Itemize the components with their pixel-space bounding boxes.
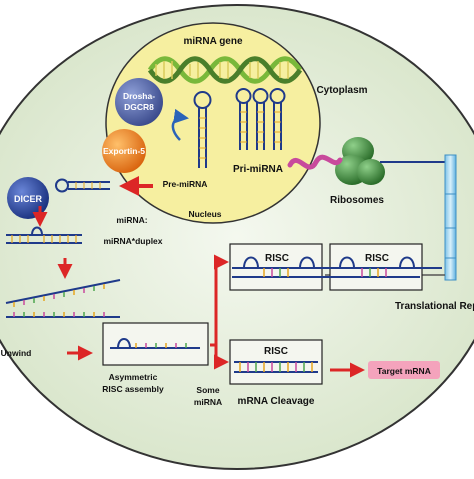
duplex-label-line1: miRNA: <box>116 215 147 225</box>
asymmetric-label-line2: RISC assembly <box>102 384 164 394</box>
pre-mirna-nucleus-hairpin <box>193 91 212 168</box>
risc-cleavage-label: RISC <box>264 346 288 357</box>
mirna-gene-label: miRNA gene <box>183 36 243 47</box>
dicer-label: DICER <box>14 194 43 204</box>
asymmetric-label-line1: Asymmetric <box>109 372 158 382</box>
ribosomes-label: Ribosomes <box>330 195 384 206</box>
ribosome <box>335 137 385 185</box>
mirna-gene-helix <box>147 56 303 84</box>
some-mirna-label-line2: miRNA <box>194 397 222 407</box>
target-mrna-label: Target mRNA <box>377 366 431 376</box>
risc-label-1: RISC <box>265 253 289 264</box>
drosha-label-line1: Drosha- <box>123 91 155 101</box>
processing-arrow <box>171 108 189 141</box>
pri-mirna-label: Pri-miRNA <box>233 164 283 175</box>
mrna-cleavage-label: mRNA Cleavage <box>238 396 315 407</box>
duplex-label-line2: miRNA*duplex <box>103 236 162 246</box>
pre-mirna-nucleus-label: Pre-miRNA <box>163 179 208 189</box>
cleavage-path-arrow <box>214 345 229 370</box>
pre-mirna-cytoplasm <box>55 178 110 193</box>
nucleus-label: Nucleus <box>188 209 221 219</box>
risc-cleavage-complex <box>234 361 318 373</box>
exportin-label: Exportin-5 <box>103 146 145 156</box>
unwind-label: Unwind <box>1 348 32 358</box>
nascent-mrna <box>287 154 343 170</box>
mrna-channel <box>444 154 457 281</box>
some-mirna-label-line1: Some <box>196 385 219 395</box>
drosha-label-line2: DGCR8 <box>124 102 154 112</box>
mirna-duplex <box>6 226 82 244</box>
single-strand-mirna <box>110 338 200 349</box>
drosha-dgcr8-complex <box>115 78 163 126</box>
unwinding-strands <box>5 279 121 318</box>
exportin-5-protein <box>102 129 146 173</box>
risc-repression-complex <box>232 256 442 278</box>
target-mrna-badge <box>368 361 440 379</box>
cytoplasm-label: Cytoplasm <box>316 85 367 96</box>
repression-path-arrow <box>210 254 229 347</box>
translational-repression-label: Translational Repr <box>395 301 474 312</box>
pri-mirna-structure <box>235 88 286 150</box>
risc-label-2: RISC <box>365 253 389 264</box>
